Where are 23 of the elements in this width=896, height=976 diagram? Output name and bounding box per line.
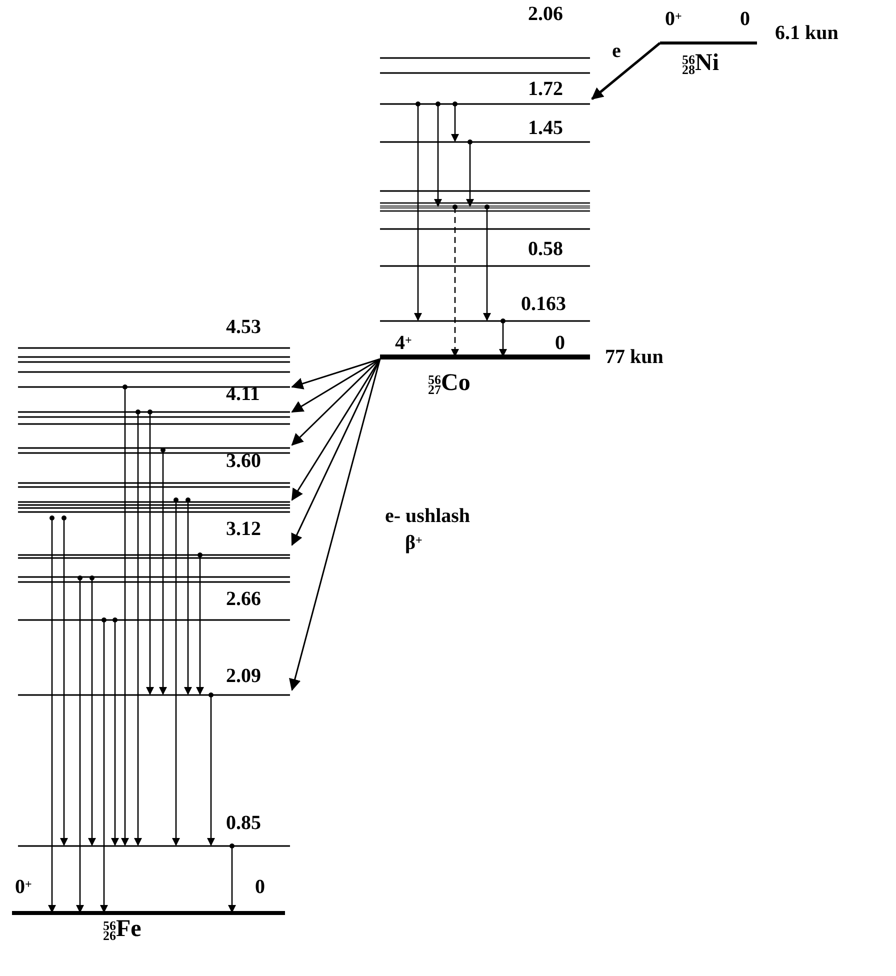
spin-label: 0$^{+}$	[15, 876, 32, 898]
energy-label: 4.53	[226, 316, 261, 338]
energy-label: 2.09	[226, 665, 261, 687]
decay-mode-label: e	[612, 40, 621, 62]
spin-label: 0$^{+}$	[665, 8, 682, 30]
decay-mode-label: e- ushlash	[385, 505, 470, 527]
half-life-label: 6.1 kun	[775, 22, 838, 44]
energy-label: 0	[255, 876, 265, 898]
decay-mode-label: β$^{+}$	[405, 532, 422, 554]
energy-label: 2.66	[226, 588, 261, 610]
energy-label: 0.163	[521, 293, 566, 315]
energy-label: 0	[740, 8, 750, 30]
energy-label: 3.60	[226, 450, 261, 472]
energy-label: 1.45	[528, 117, 563, 139]
energy-label: 2.06	[528, 3, 563, 25]
half-life-label: 77 kun	[605, 346, 664, 368]
energy-label: 1.72	[528, 78, 563, 100]
spin-label: 4$^{+}$	[395, 332, 412, 354]
energy-label: 0.58	[528, 238, 563, 260]
energy-label: 0.85	[226, 812, 261, 834]
energy-label: 4.11	[226, 383, 260, 405]
energy-label: 0	[555, 332, 565, 354]
energy-label: 3.12	[226, 518, 261, 540]
